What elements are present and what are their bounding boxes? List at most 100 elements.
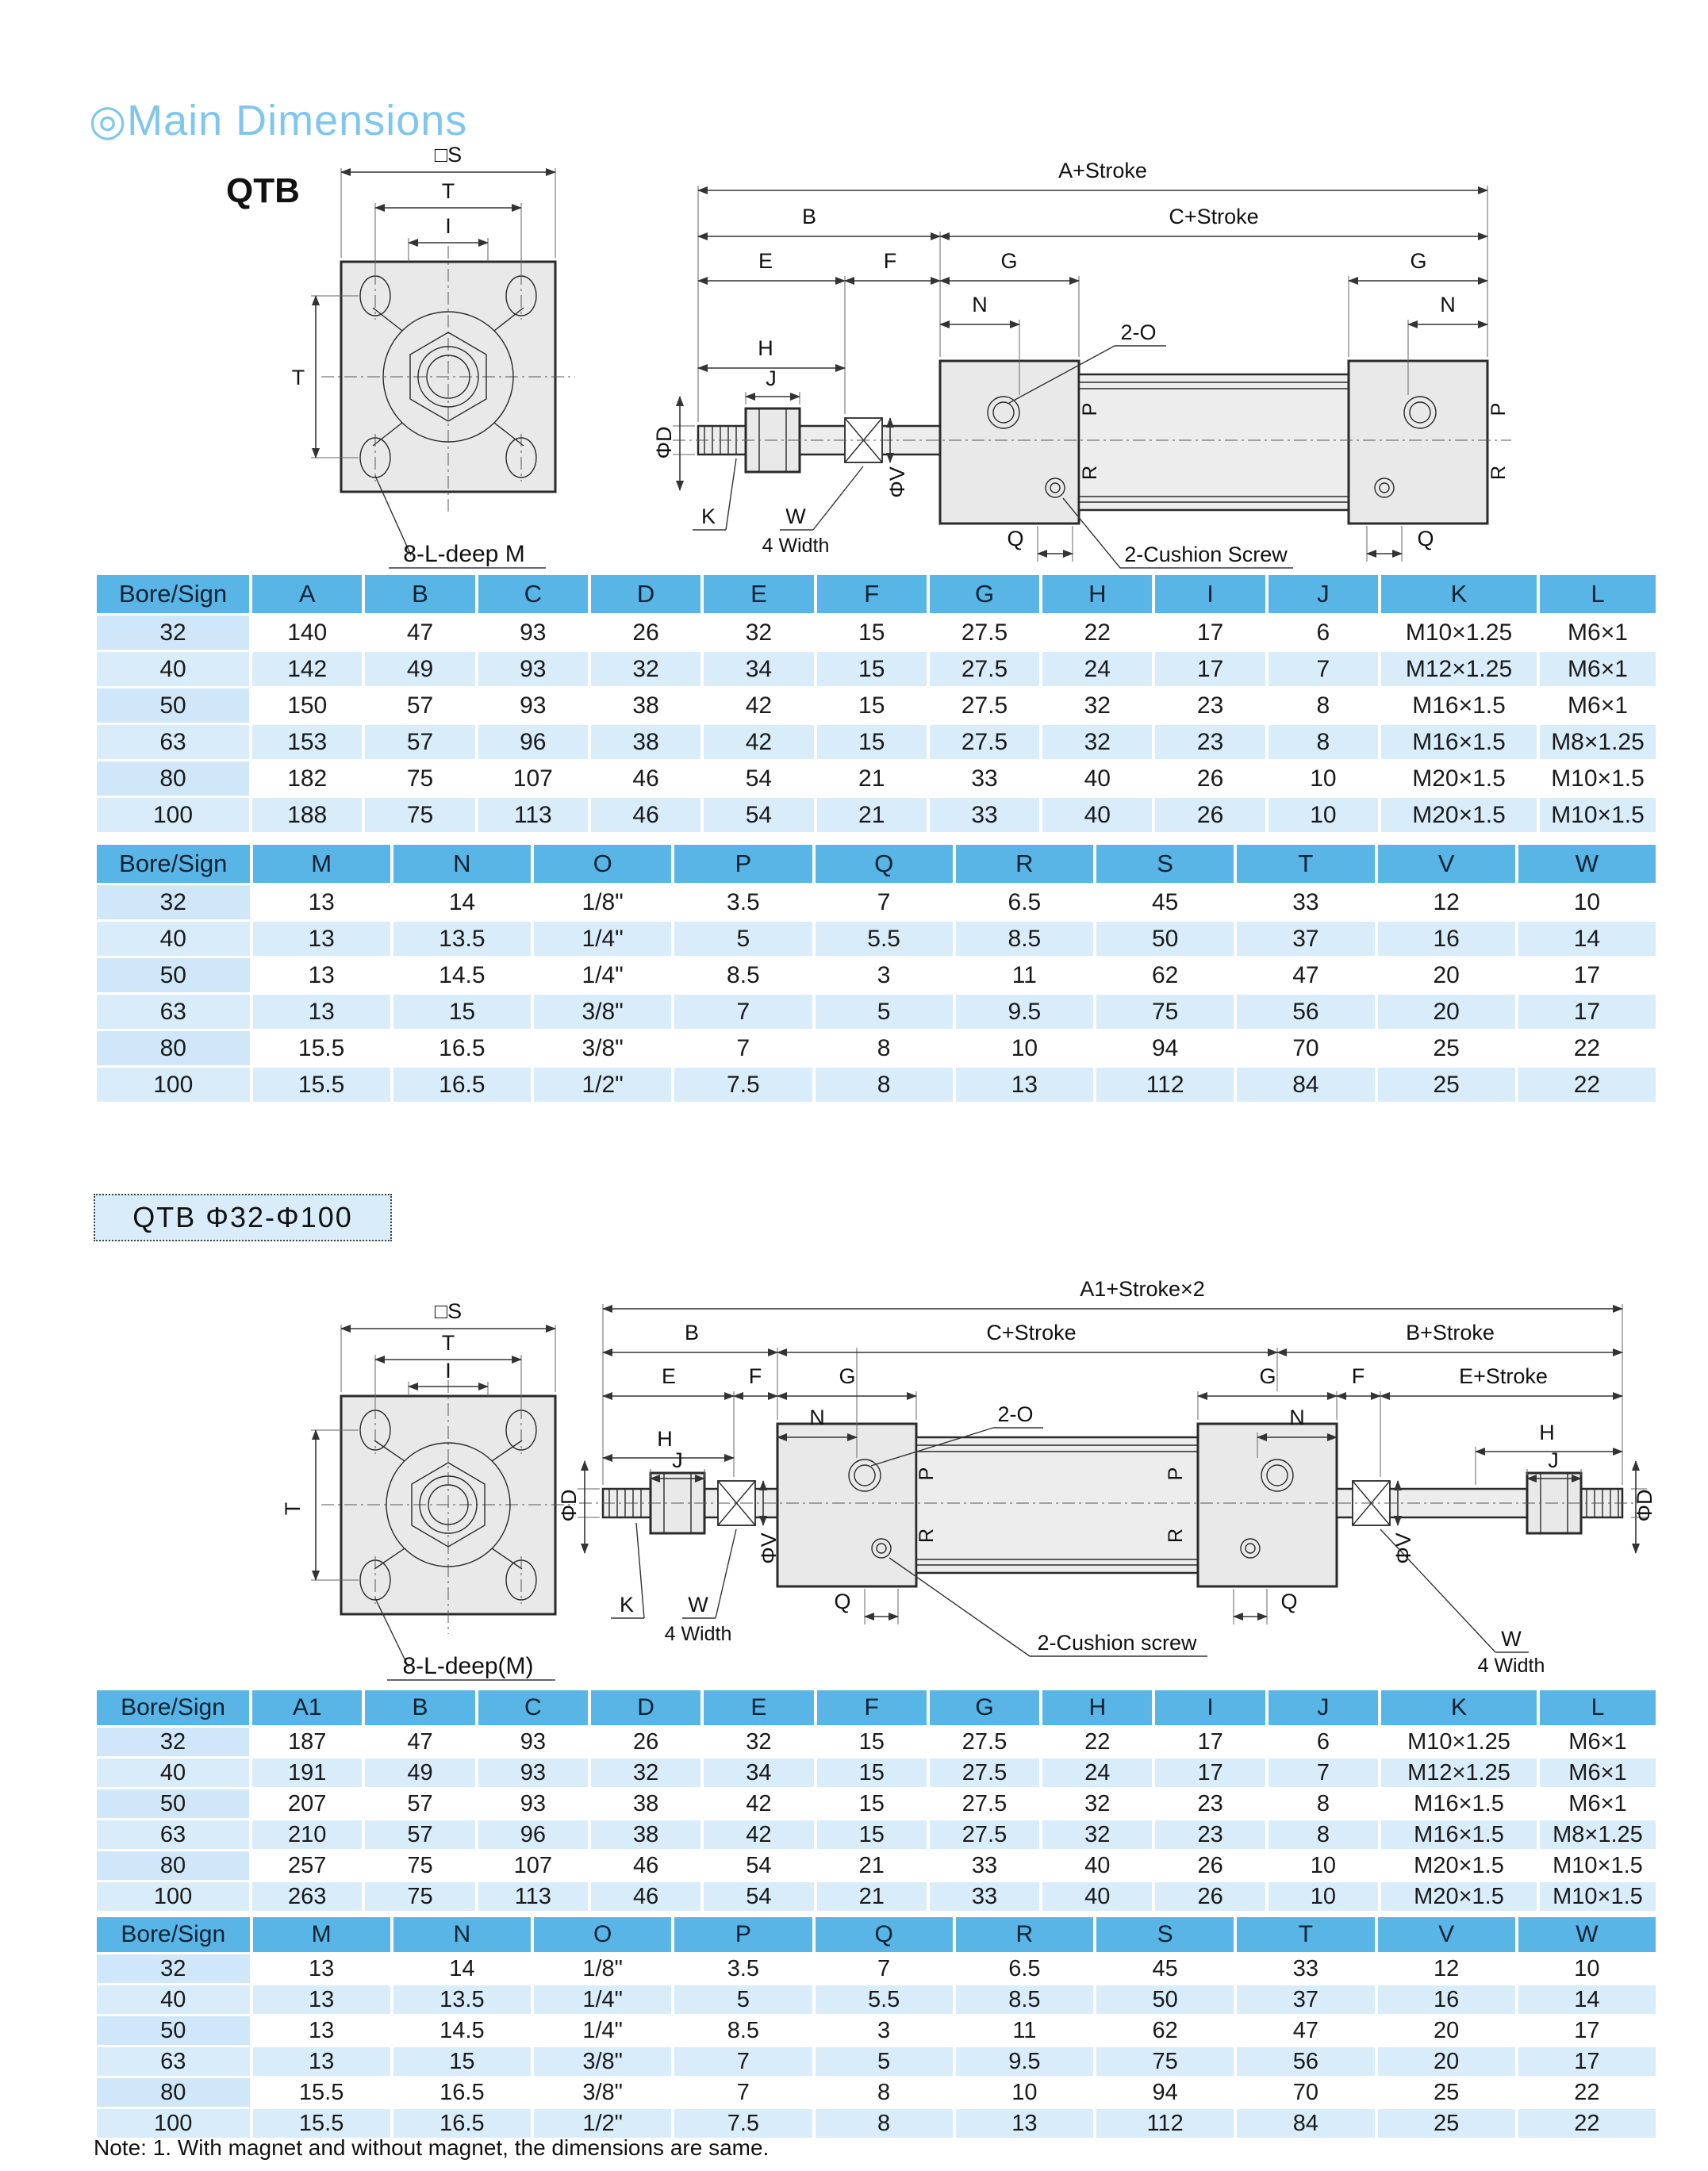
- value-cell: 34: [704, 1759, 814, 1787]
- value-cell: 150: [252, 689, 363, 723]
- value-cell: M10×1.5: [1539, 798, 1656, 832]
- value-cell: 15: [816, 689, 927, 723]
- thread-callout-k: K: [701, 504, 716, 528]
- value-cell: 42: [704, 1820, 814, 1849]
- value-cell: 27.5: [929, 1789, 1040, 1818]
- dim-label-t-side: T: [292, 366, 305, 389]
- dim-label-i: I: [445, 214, 451, 238]
- dim-label-g-right: G: [1410, 249, 1426, 273]
- side-view-2: A1+Stroke×2 B C+Stroke B+Stroke E F G G …: [557, 1277, 1656, 1677]
- value-cell: M10×1.5: [1539, 1851, 1656, 1880]
- value-cell: 8.5: [674, 958, 812, 992]
- dim-label-p-front: P: [1079, 403, 1101, 416]
- bore-cell: 32: [97, 885, 250, 919]
- value-cell: 46: [590, 1851, 701, 1880]
- value-cell: 15: [816, 1728, 927, 1756]
- value-cell: 20: [1377, 2047, 1515, 2076]
- front-head: [776, 1422, 918, 1588]
- value-cell: 1/8": [534, 885, 672, 919]
- value-cell: 1/4": [534, 2016, 672, 2045]
- value-cell: 113: [478, 1882, 588, 1911]
- value-cell: 12: [1377, 885, 1515, 919]
- value-cell: 15: [393, 2047, 531, 2076]
- dim-label-t-top: T: [442, 1331, 455, 1355]
- flat-width-note: 4 Width: [762, 535, 830, 557]
- column-header: R: [955, 845, 1093, 883]
- value-cell: 1/2": [534, 2109, 672, 2138]
- value-cell: 56: [1237, 2047, 1375, 2076]
- value-cell: 26: [590, 616, 701, 650]
- value-cell: 13.5: [393, 922, 531, 956]
- dim-label-n-left: N: [972, 293, 988, 316]
- value-cell: 47: [1237, 2016, 1375, 2045]
- value-cell: 32: [1042, 725, 1153, 759]
- section2-heading: QTB Φ32-Φ100: [94, 1194, 392, 1241]
- value-cell: 49: [365, 1759, 475, 1787]
- value-cell: 8: [1268, 1789, 1379, 1818]
- dim-label-h-left: H: [657, 1427, 673, 1451]
- dim-label-e-stroke: E+Stroke: [1459, 1364, 1548, 1388]
- value-cell: 38: [590, 1820, 701, 1849]
- column-header: R: [955, 1917, 1093, 1952]
- value-cell: 13: [252, 995, 390, 1029]
- value-cell: M20×1.5: [1381, 1851, 1537, 1880]
- value-cell: 3: [815, 958, 953, 992]
- value-cell: 32: [1042, 1789, 1153, 1818]
- value-cell: M8×1.25: [1539, 725, 1656, 759]
- value-cell: M16×1.5: [1381, 725, 1537, 759]
- value-cell: 70: [1237, 1031, 1375, 1065]
- value-cell: 25: [1377, 1068, 1515, 1102]
- value-cell: 75: [1096, 2047, 1234, 2076]
- value-cell: 17: [1518, 2047, 1656, 2076]
- column-header: Q: [815, 845, 953, 883]
- value-cell: 3/8": [534, 995, 672, 1029]
- value-cell: 15: [816, 616, 927, 650]
- bore-cell: 63: [97, 2047, 250, 2076]
- value-cell: 23: [1155, 725, 1265, 759]
- value-cell: 93: [478, 689, 588, 723]
- value-cell: 5: [815, 995, 953, 1029]
- value-cell: 26: [1155, 761, 1265, 796]
- value-cell: 96: [478, 1820, 588, 1849]
- value-cell: 12: [1377, 1954, 1515, 1983]
- value-cell: M10×1.25: [1381, 616, 1537, 650]
- value-cell: 5: [815, 2047, 953, 2076]
- column-header: C: [478, 575, 588, 613]
- value-cell: 42: [704, 689, 814, 723]
- dim-label-g-right: G: [1259, 1364, 1276, 1388]
- value-cell: 22: [1042, 616, 1153, 650]
- column-header: J: [1268, 1690, 1379, 1725]
- value-cell: 46: [590, 761, 701, 796]
- value-cell: 3.5: [674, 885, 812, 919]
- value-cell: 8: [815, 1068, 953, 1102]
- value-cell: 15.5: [252, 1068, 390, 1102]
- value-cell: 32: [590, 652, 701, 686]
- dim-label-r-rear: R: [1165, 1529, 1187, 1543]
- cylinder-tube: [1077, 373, 1350, 512]
- dim-label-phi-v-left: ΦV: [757, 1532, 781, 1564]
- cushion-screw-front: [871, 1538, 892, 1559]
- bore-cell: 50: [97, 2016, 250, 2045]
- bore-cell: 63: [97, 725, 250, 759]
- dim-label-c-stroke: C+Stroke: [986, 1321, 1076, 1344]
- value-cell: 94: [1096, 2078, 1234, 2107]
- value-cell: 14.5: [393, 958, 531, 992]
- value-cell: M16×1.5: [1381, 689, 1537, 723]
- dim-label-q-left: Q: [834, 1590, 850, 1613]
- value-cell: 96: [478, 725, 588, 759]
- bore-cell: 80: [97, 2078, 250, 2107]
- value-cell: M20×1.5: [1381, 798, 1537, 832]
- dim-label-a-stroke: A+Stroke: [1058, 159, 1147, 182]
- value-cell: 37: [1237, 1985, 1375, 2014]
- value-cell: 46: [590, 1882, 701, 1911]
